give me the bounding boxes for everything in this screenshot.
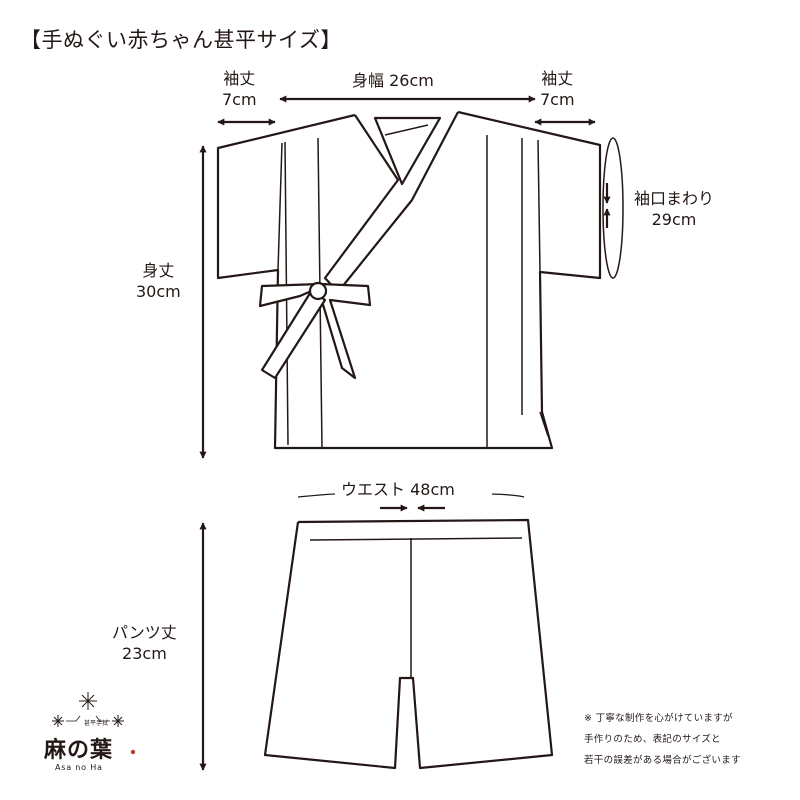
body-length-label: 身丈 30cm bbox=[136, 260, 181, 302]
sleeve-length-left-label: 袖丈 7cm bbox=[222, 68, 257, 110]
logo-name: 麻の葉 bbox=[44, 737, 114, 763]
body-length-name: 身丈 bbox=[142, 261, 175, 280]
logo-small-text: 甚平手拭 bbox=[84, 720, 109, 727]
handmade-note: ※ 丁寧な制作を心がけていますが 手作りのため、表記のサイズと 若干の誤差がある… bbox=[584, 708, 741, 771]
hem-detail bbox=[539, 411, 549, 437]
sleeve-length-right-value: 7cm bbox=[540, 90, 575, 109]
collar bbox=[323, 111, 459, 294]
note-line-3: 若干の誤差がある場合がございます bbox=[584, 755, 741, 766]
cuff-circumference-label: 袖口まわり 29cm bbox=[634, 188, 714, 230]
page-title: 【手ぬぐい赤ちゃん甚平サイズ】 bbox=[20, 28, 342, 52]
pants-outline bbox=[263, 518, 554, 770]
waist-arrow-left bbox=[297, 493, 336, 498]
sleeve-length-right-label: 袖丈 7cm bbox=[540, 68, 575, 110]
right-sleeve-seam bbox=[537, 139, 541, 273]
sleeve-length-left-value: 7cm bbox=[222, 90, 257, 109]
body-width-label: 身幅 26cm bbox=[352, 71, 434, 90]
dimension-arrows bbox=[199, 95, 624, 771]
tie bbox=[258, 281, 372, 380]
note-line-2: 手作りのため、表記のサイズと bbox=[584, 734, 721, 745]
note-line-1: ※ 丁寧な制作を心がけていますが bbox=[584, 713, 733, 724]
logo-accent-dot bbox=[130, 749, 136, 755]
star-top bbox=[79, 692, 97, 710]
star-left bbox=[52, 715, 64, 727]
waist-arrow-right bbox=[491, 493, 525, 498]
sleeve-length-left-name: 袖丈 bbox=[223, 69, 256, 88]
logo-romaji: Asa no Ha bbox=[55, 763, 103, 772]
sleeve-length-right-name: 袖丈 bbox=[541, 69, 574, 88]
body-length-value: 30cm bbox=[136, 282, 181, 301]
waist-label: ウエスト 48cm bbox=[341, 480, 455, 499]
left-sleeve-seam bbox=[277, 142, 283, 271]
cuff-ellipse bbox=[602, 137, 624, 279]
pants-length-name: パンツ丈 bbox=[112, 623, 177, 642]
waistband-line bbox=[309, 537, 523, 541]
pants-length-value: 23cm bbox=[122, 644, 167, 663]
pants-length-label: パンツ丈 23cm bbox=[112, 622, 177, 664]
logo-ornament bbox=[52, 692, 124, 727]
cuff-circumference-name: 袖口まわり bbox=[634, 189, 715, 208]
star-right bbox=[112, 715, 124, 727]
cuff-circumference-value: 29cm bbox=[651, 210, 697, 229]
